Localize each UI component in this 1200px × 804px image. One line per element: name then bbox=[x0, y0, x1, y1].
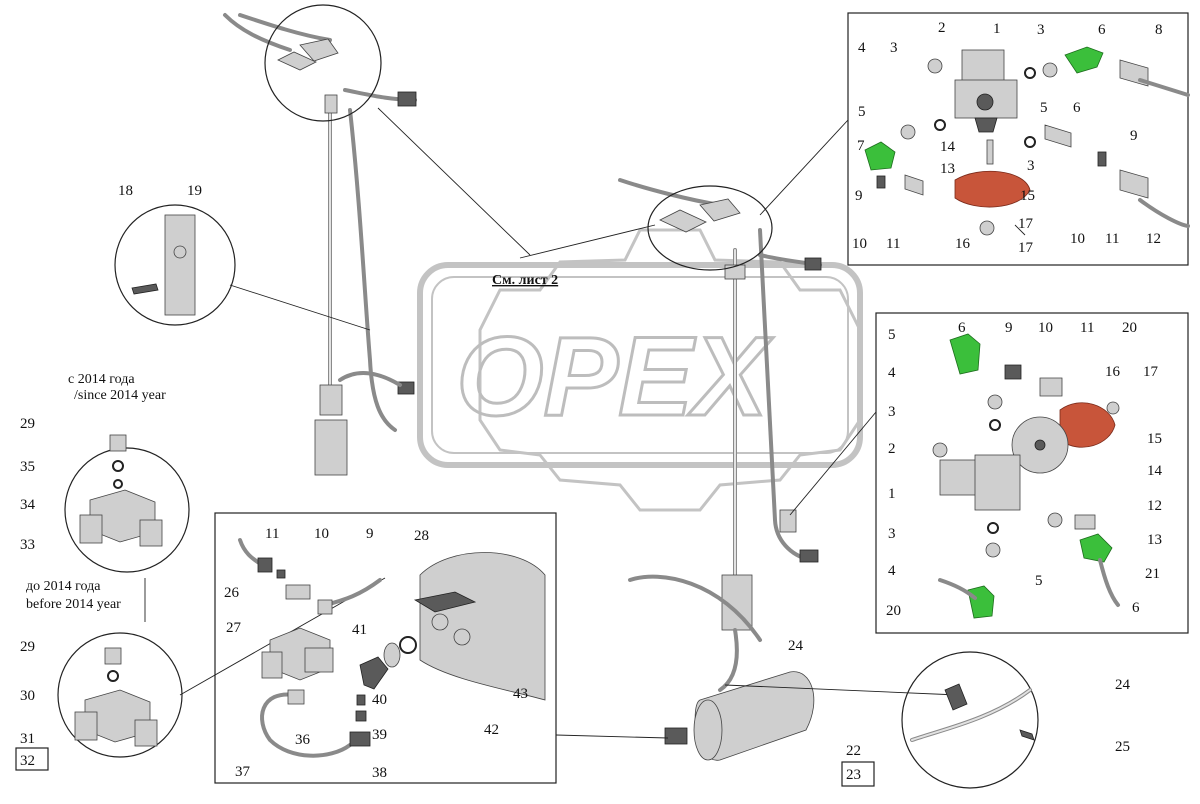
label-8: 9 bbox=[1130, 128, 1138, 144]
label-19: 19 bbox=[187, 183, 202, 199]
label-29b: 29 bbox=[20, 639, 35, 655]
label-bm-28: 28 bbox=[414, 528, 429, 544]
label-mr-20a: 20 bbox=[1122, 320, 1137, 336]
label-3c: 3 bbox=[1027, 158, 1035, 174]
label-mr-3a: 3 bbox=[888, 404, 896, 420]
label-3a: 3 bbox=[890, 40, 898, 56]
label-bm-39: 39 bbox=[372, 727, 387, 743]
label-mr-11: 11 bbox=[1080, 320, 1094, 336]
label-17: 17 bbox=[1018, 240, 1034, 256]
label-32: 32 bbox=[20, 753, 35, 769]
label-2: 2 bbox=[938, 20, 946, 36]
label-mr-17: 17 bbox=[1143, 364, 1159, 380]
see-sheet-note: См. лист 2 bbox=[492, 273, 558, 288]
label-9b: 10 bbox=[1070, 231, 1085, 247]
label-bm-38: 38 bbox=[372, 765, 387, 781]
label-mr-1: 1 bbox=[888, 486, 896, 502]
label-22: 22 bbox=[846, 743, 861, 759]
label-35: 35 bbox=[20, 459, 35, 475]
label-18: 18 bbox=[118, 183, 133, 199]
label-31: 31 bbox=[20, 731, 35, 747]
label-bm-11: 11 bbox=[265, 526, 279, 542]
label-mr-4b: 4 bbox=[888, 563, 896, 579]
label-14: 15 bbox=[1020, 188, 1035, 204]
label-7: 8 bbox=[1155, 22, 1163, 38]
label-9a: 9 bbox=[855, 188, 863, 204]
receiver-tank bbox=[628, 574, 815, 761]
since-2014-ru: с 2014 года bbox=[68, 372, 135, 387]
label-13: 14 bbox=[940, 139, 956, 155]
label-bm-41: 41 bbox=[352, 622, 367, 638]
label-mr-13: 13 bbox=[1147, 532, 1162, 548]
detail-panel-bottom-mid: 11 10 9 26 27 28 36 37 38 39 40 41 42 43 bbox=[214, 512, 557, 784]
label-mr-5a: 5 bbox=[888, 327, 896, 343]
label-mr-3b: 3 bbox=[888, 526, 896, 542]
label-6b: 7 bbox=[857, 138, 865, 154]
label-12: 13 bbox=[940, 161, 955, 177]
since-2014-en: /since 2014 year bbox=[74, 388, 166, 403]
label-mr-21: 21 bbox=[1145, 566, 1160, 582]
watermark-brand: OPEX bbox=[456, 314, 774, 439]
label-3b: 3 bbox=[1037, 22, 1045, 38]
center-assembly bbox=[618, 178, 822, 631]
label-bm-26: 26 bbox=[224, 585, 240, 601]
detail-panel-top-right: 1 2 3 3 3 4 5 5 6 6 7 8 9 9 10 10 11 11 … bbox=[847, 12, 1190, 266]
detail-circle-bottom-right: 24 24 25 22 23 bbox=[788, 638, 1131, 789]
label-4a: 4 bbox=[858, 40, 866, 56]
label-mr-15: 15 bbox=[1147, 431, 1162, 447]
label-15: 16 bbox=[955, 236, 971, 252]
label-10a: 10 bbox=[852, 236, 867, 252]
label-mr-4a: 4 bbox=[888, 365, 896, 381]
watermark-logo: OPEX bbox=[417, 228, 863, 512]
detail-circle-before-2014: 29 30 31 32 bbox=[15, 632, 183, 771]
label-6a: 6 bbox=[1098, 22, 1106, 38]
label-bm-36: 36 bbox=[295, 732, 311, 748]
label-30: 30 bbox=[20, 688, 35, 704]
label-bm-37: 37 bbox=[235, 764, 251, 780]
detail-circle-since-2014: 29 35 34 33 bbox=[20, 416, 190, 573]
label-bm-10: 10 bbox=[314, 526, 329, 542]
label-4b: 5 bbox=[1040, 100, 1048, 116]
label-24b: 24 bbox=[1115, 677, 1131, 693]
label-mr-5b: 5 bbox=[1035, 573, 1043, 589]
label-mr-2: 2 bbox=[888, 441, 896, 457]
label-mr-10: 10 bbox=[1038, 320, 1053, 336]
detail-circle-18-19: 18 19 bbox=[114, 183, 236, 326]
label-24a: 24 bbox=[788, 638, 804, 654]
label-bm-43: 43 bbox=[513, 686, 528, 702]
label-mr-9: 9 bbox=[1005, 320, 1013, 336]
left-assembly bbox=[223, 13, 417, 476]
label-29a: 29 bbox=[20, 416, 35, 432]
label-mr-20b: 20 bbox=[886, 603, 901, 619]
label-5a: 5 bbox=[858, 104, 866, 120]
detail-panel-mid-right: 1 2 3 3 4 4 5 5 6 6 9 10 11 12 13 14 15 … bbox=[875, 312, 1189, 634]
label-11a: 11 bbox=[886, 236, 900, 252]
label-5b: 6 bbox=[1073, 100, 1081, 116]
label-1: 1 bbox=[993, 21, 1001, 37]
before-2014-en: before 2014 year bbox=[26, 597, 121, 612]
label-23: 23 bbox=[846, 767, 861, 783]
label-25: 25 bbox=[1115, 739, 1130, 755]
label-bm-42: 42 bbox=[484, 722, 499, 738]
label-10b: 11 bbox=[1105, 231, 1119, 247]
before-2014-ru: до 2014 года bbox=[26, 579, 101, 594]
label-mr-6a: 6 bbox=[958, 320, 966, 336]
label-11b: 12 bbox=[1146, 231, 1161, 247]
label-mr-14: 14 bbox=[1147, 463, 1163, 479]
label-34: 34 bbox=[20, 497, 36, 513]
label-16: 17 bbox=[1018, 216, 1034, 232]
label-mr-6b: 6 bbox=[1132, 600, 1140, 616]
label-bm-40: 40 bbox=[372, 692, 387, 708]
label-bm-27: 27 bbox=[226, 620, 242, 636]
label-bm-9: 9 bbox=[366, 526, 374, 542]
label-mr-16: 16 bbox=[1105, 364, 1121, 380]
label-mr-12: 12 bbox=[1147, 498, 1162, 514]
label-33: 33 bbox=[20, 537, 35, 553]
